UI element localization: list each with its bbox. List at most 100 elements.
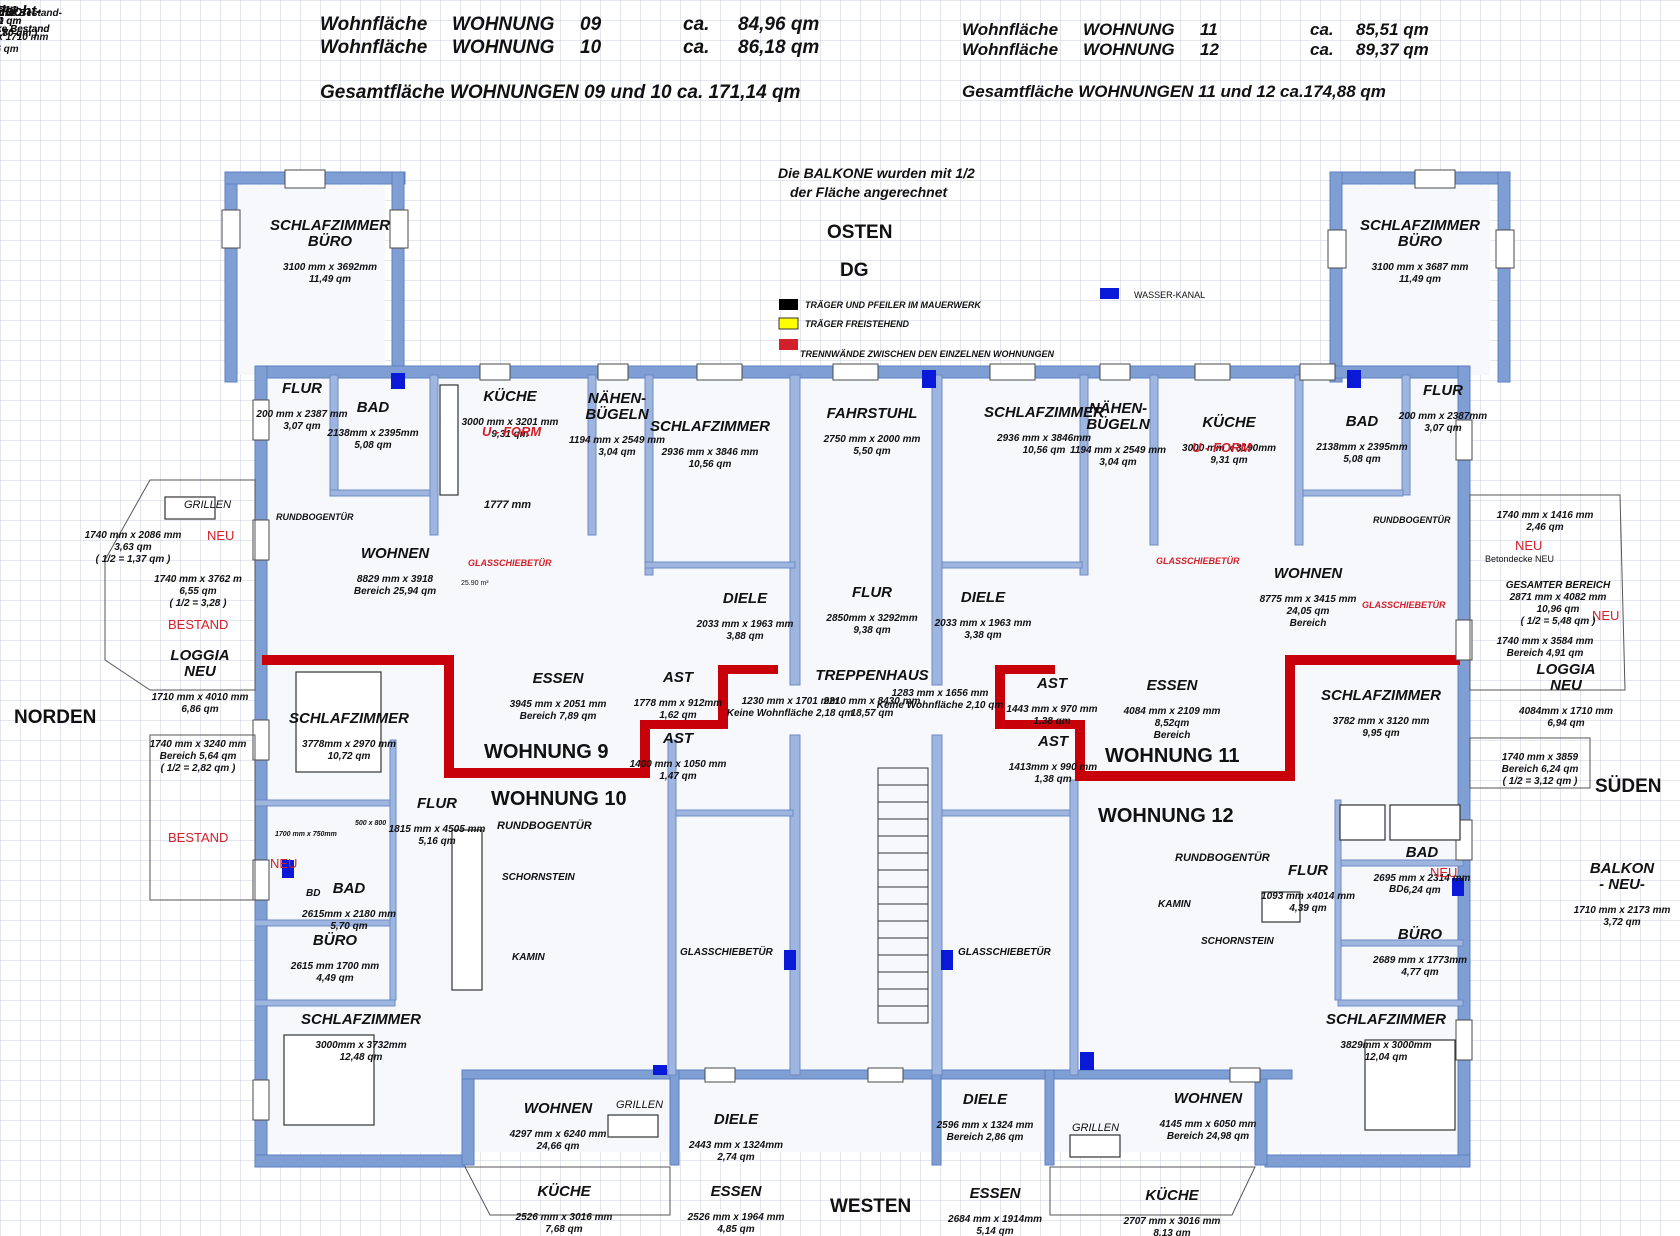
shelf (451, 829, 483, 991)
label-neu: NEU (1430, 865, 1457, 880)
label-bath-sub: 1700 mm x 750mm (275, 831, 337, 838)
room-label: BALKON- NEU -2198 mm x 1710 mm3,76 qm (0, 0, 48, 55)
fireplace (1261, 891, 1301, 923)
label-kamin: KAMIN (1158, 899, 1192, 910)
apartment-label: WOHNUNG 12 (1098, 805, 1234, 827)
label-bd: BD (1389, 884, 1403, 895)
label-glass-door-black: GLASSCHIEBETÜR (958, 945, 1052, 958)
shower (1339, 804, 1386, 841)
label-bestand: BESTAND (168, 830, 228, 845)
room-label: LOGGIA - BALKON13,50 qm( 1/2 = 6,70 qm ) (0, 0, 46, 39)
legend-swatch-red (779, 339, 798, 350)
label-neu: NEU (270, 856, 297, 871)
label-kitchen-length: 1777 mm (484, 499, 531, 511)
legend-label-wasser: WASSER-KANAL (1134, 290, 1205, 300)
room-label: 4038 mm x 818 mm2,92 qm (0, 0, 46, 15)
grill (1069, 1134, 1121, 1158)
legend: TRÄGER UND PFEILER IM MAUERWERK TRÄGER F… (778, 288, 1205, 359)
label-neu: NEU (1515, 538, 1542, 553)
label-glass-door: GLASSCHIEBETÜR (1156, 556, 1240, 566)
room-label: LOGGIA-überdacht-Betondecke Bestand (0, 0, 50, 35)
label-grillen: GRILLEN (184, 499, 231, 511)
label-betondecke-neu: Betondecke NEU (1485, 554, 1554, 564)
level-label: DG (840, 260, 869, 281)
bed (1364, 1039, 1456, 1131)
label-rundbogen: RUNDBOGENTÜR (497, 819, 592, 832)
apartment-label: WOHNUNG 9 (484, 741, 608, 763)
compass-south: SÜDEN (1595, 776, 1662, 797)
room-label: LOGGIA-überdacht-Betondecke Bestand (0, 0, 50, 35)
legend-swatch-blue (1100, 288, 1119, 299)
label-rundbogen: RUNDBOGENTÜR (1373, 515, 1451, 525)
legend-swatch-black (779, 299, 798, 310)
label-schornstein: SCHORNSTEIN (502, 872, 576, 883)
grill (164, 496, 216, 520)
staircase (877, 767, 929, 1024)
room-label: LOGGIA - BALKON13,61 qm( 1/2 = 6,80 qm ) (0, 0, 46, 39)
label-glass-door-black: GLASSCHIEBETÜR (680, 945, 774, 958)
label-u-form: U - FORM (482, 424, 542, 439)
grill (607, 1114, 659, 1138)
label-bestand: BESTAND (168, 617, 228, 632)
water-channels (282, 370, 1464, 1075)
compass-east: OSTEN (827, 222, 892, 243)
label-rundbogen: RUNDBOGENTÜR (1175, 851, 1270, 864)
label-neu: NEU (207, 528, 234, 543)
label-u-form: U - FORM (1192, 440, 1252, 455)
bed (295, 671, 382, 773)
label-glass-door: GLASSCHIEBETÜR (1362, 600, 1446, 610)
balconies (104, 479, 1626, 1216)
label-grillen: GRILLEN (1072, 1122, 1119, 1134)
apartment-label: WOHNUNG 10 (491, 788, 627, 810)
legend-label-traeger: TRÄGER UND PFEILER IM MAUERWERK (805, 300, 982, 310)
label-bd: BD (306, 888, 320, 899)
kitchen-counter (439, 384, 459, 496)
label-glass-door: GLASSCHIEBETÜR (468, 558, 552, 568)
room-label: 4088 mm x 820 mm2,91 qm (0, 0, 46, 15)
partition-walls (262, 655, 1460, 781)
